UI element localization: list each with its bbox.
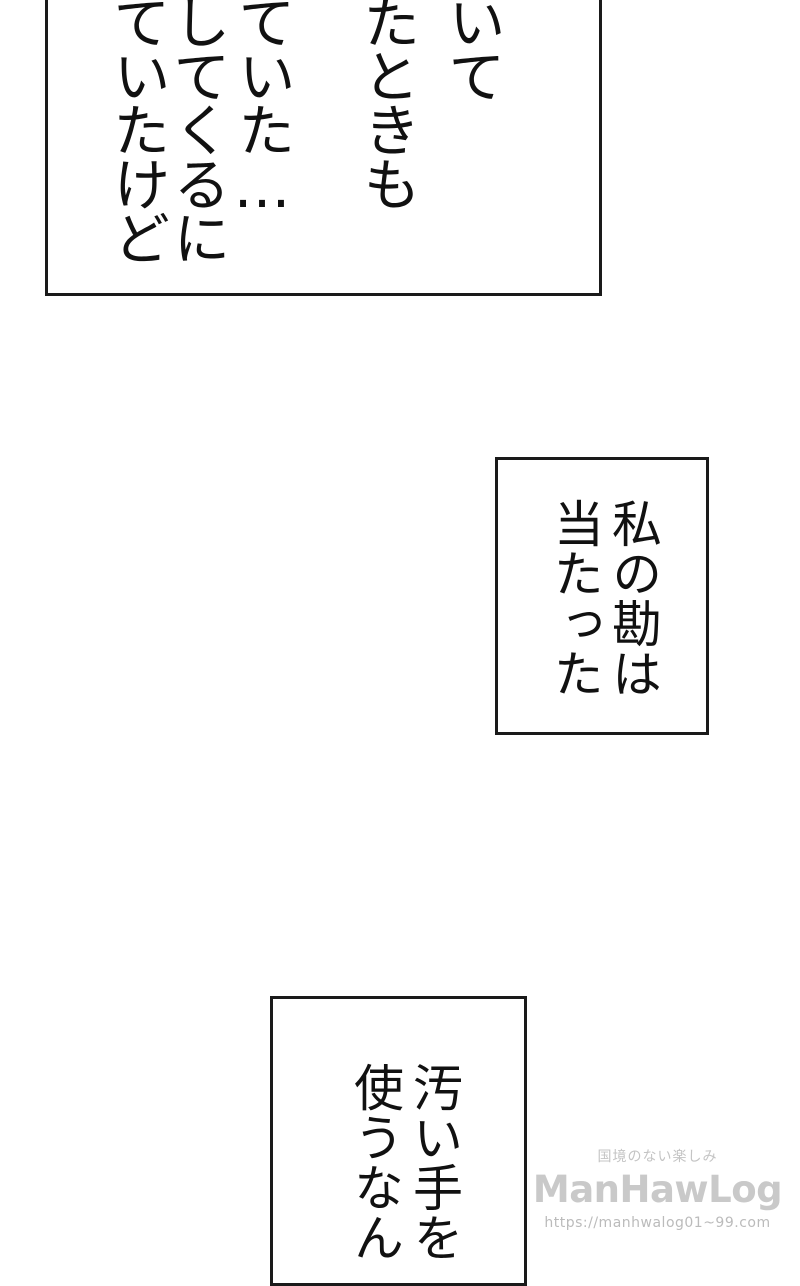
caption-1-column-2: たときも (354, 0, 420, 209)
caption-1-column-4: してくるに (164, 0, 230, 263)
caption-box-2: 私の勘は 当たった (495, 457, 709, 735)
watermark-url: https://manhwalog01~99.com (544, 1215, 771, 1231)
caption-3-column-1: 汚い手を (405, 1062, 463, 1262)
caption-box-3: 汚い手を 使うなん (270, 996, 527, 1286)
caption-2-column-2: 当たった (546, 498, 604, 698)
watermark-tagline: 国境のない楽しみ (597, 1149, 718, 1165)
caption-1-column-1: いて (439, 0, 505, 101)
caption-1-column-3: ていた… (229, 0, 295, 218)
caption-box-1: いて たときも ていた… してくるに ていたけど (45, 0, 602, 296)
caption-3-column-2: 使うなん (346, 1062, 404, 1262)
caption-1-column-5: ていたけど (104, 0, 170, 263)
caption-2-column-1: 私の勘は (604, 498, 662, 698)
watermark-logo: ManHawLog (532, 1168, 783, 1211)
watermark: 国境のない楽しみ ManHawLog https://manhwalog01~9… (520, 1148, 795, 1248)
